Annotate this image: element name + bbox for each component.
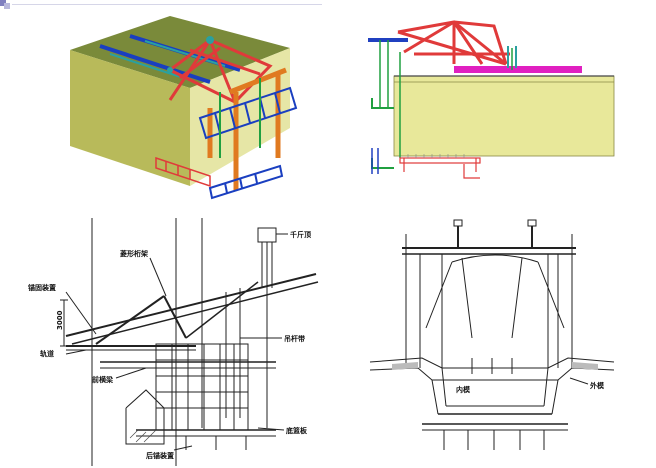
label-rail: 轨道 [40, 349, 54, 358]
label-truss-main: 菱形桁架 [120, 249, 148, 258]
label-jack: 千斤顶 [290, 230, 311, 239]
label-inner-mold: 内模 [456, 385, 471, 394]
label-dimension: 3000 [56, 310, 64, 330]
label-rear-anchor: 后锚装置 [146, 451, 174, 460]
label-bottom-basket: 底篮板 [286, 426, 308, 435]
label-hanger: 吊杆带 [284, 334, 305, 343]
slide-bullet-icon [0, 0, 10, 10]
traveller-3d-render [60, 8, 306, 204]
label-outer-mold: 外模 [590, 381, 605, 390]
traveller-side-drawing: 千斤顶 菱形桁架 锚固装置 3000 轨道 吊杆带 前横梁 后锚装置 底篮板 [26, 218, 344, 466]
traveller-cross-section: 内模 外模 [362, 218, 618, 466]
title-underline [12, 4, 322, 5]
traveller-elevation-view [364, 8, 616, 192]
label-front-cross-beam: 前横梁 [92, 375, 114, 384]
label-anchor: 锚固装置 [28, 283, 56, 292]
